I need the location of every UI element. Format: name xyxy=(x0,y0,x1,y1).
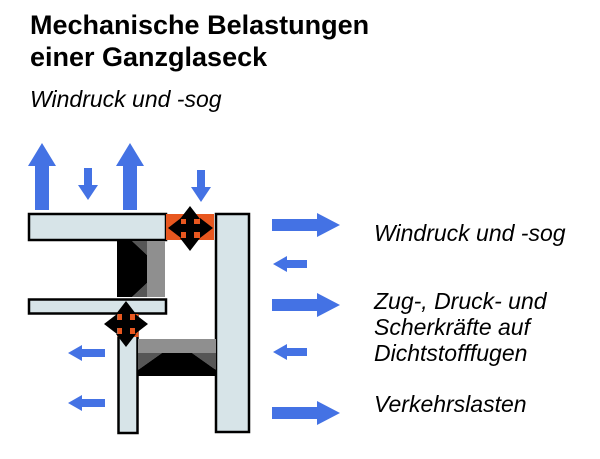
page-title: Mechanische Belastungen einer Ganzglasec… xyxy=(30,10,370,72)
seal-gasket-black-1 xyxy=(117,241,147,297)
up-arrow-large-icon-2 xyxy=(116,143,144,210)
page-subtitle: Windruck und -sog xyxy=(30,86,222,112)
down-arrow-small-icon-1 xyxy=(78,168,98,200)
right-arrow-large-icon-3 xyxy=(272,401,340,425)
cross-arrow-bottom-horizontal xyxy=(104,314,148,334)
cross-arrow-icon-top xyxy=(168,206,213,251)
down-arrow-small-icon-2 xyxy=(191,170,211,202)
cross-arrow-icon-bottom xyxy=(104,301,148,347)
left-arrow-small-icon-2 xyxy=(273,344,307,360)
glass-pane-right-vertical xyxy=(214,212,251,434)
right-arrow-large-icon-1 xyxy=(272,213,340,237)
seal-spacer-gray-1 xyxy=(147,241,165,297)
seal-gasket-black-2 xyxy=(138,353,216,376)
right-arrow-large-icon-2 xyxy=(272,293,340,317)
cross-arrow-top-horizontal xyxy=(168,218,213,238)
label-verkehrslasten: Verkehrslasten xyxy=(374,391,527,417)
left-arrow-small-icon-4 xyxy=(68,395,105,411)
glass-pane-top-horizontal xyxy=(27,212,168,242)
label-zug-druck-scherkraefte: Zug-, Druck- und Scherkräfte auf Dichtst… xyxy=(374,288,547,366)
left-arrow-small-icon-3 xyxy=(68,345,105,361)
seal-spacer-gray-2 xyxy=(138,339,216,353)
label-windruck-und-sog: Windruck und -sog xyxy=(374,220,566,246)
glass-pane-middle-horizontal xyxy=(27,298,168,315)
up-arrow-large-icon-1 xyxy=(28,143,56,210)
left-arrow-small-icon-1 xyxy=(273,256,307,272)
